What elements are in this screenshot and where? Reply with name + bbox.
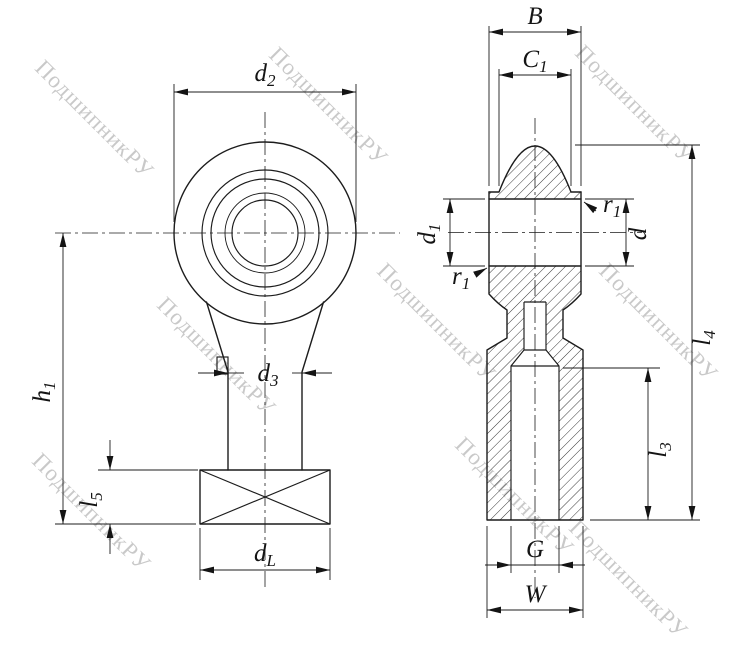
dim-dL: dL	[199, 528, 331, 580]
body-outline	[486, 191, 584, 521]
race-circle	[201, 169, 329, 297]
dim-label-d1: d1	[414, 224, 444, 245]
dim-l3: l3	[563, 367, 675, 520]
dim-C1: C1	[498, 46, 572, 186]
thread-base	[199, 469, 331, 525]
dim-label-l3: l3	[645, 442, 675, 457]
housing-outer-circle	[173, 141, 357, 325]
dim-W: W	[486, 526, 584, 618]
side-view: B C1 d1 d	[414, 3, 719, 618]
dim-label-l5: l5	[76, 492, 106, 507]
dim-label-C1: C1	[522, 46, 547, 76]
dim-label-G: G	[526, 536, 544, 563]
dim-l4: l4	[575, 144, 719, 521]
dim-label-r1-top: r1	[603, 191, 621, 221]
dim-label-d: d	[625, 227, 652, 240]
dim-d: d	[585, 198, 652, 267]
left-wall-hatch	[487, 338, 524, 520]
dim-d3: d3	[198, 360, 332, 390]
dim-label-B: B	[527, 3, 542, 30]
bore-circle	[231, 199, 299, 267]
dim-B: B	[488, 3, 582, 186]
dim-label-W: W	[525, 581, 548, 608]
dim-label-l4: l4	[689, 330, 719, 346]
dim-label-h1: h1	[29, 382, 59, 403]
ball-circle	[210, 178, 320, 288]
thread-relief	[524, 302, 546, 350]
dim-h1: h1	[29, 233, 196, 525]
dim-d1: d1	[414, 198, 485, 267]
dim-label-r1-bottom: r1	[452, 263, 470, 293]
dim-r1-bottom: r1	[452, 263, 488, 293]
dim-G: G	[485, 526, 585, 573]
dim-label-d2: d2	[255, 60, 277, 90]
right-wall-hatch	[546, 338, 583, 520]
dim-l5: l5	[76, 440, 198, 554]
bore-chamfer-circle	[224, 192, 306, 274]
dim-d2: d2	[173, 60, 357, 222]
dim-label-dL: dL	[254, 540, 276, 570]
front-view: d2 h1 d3 l5	[29, 60, 400, 588]
dim-r1-top: r1	[583, 191, 621, 221]
dim-label-d3: d3	[258, 360, 279, 390]
thread-cross	[199, 469, 331, 525]
relief-outline	[523, 301, 547, 351]
